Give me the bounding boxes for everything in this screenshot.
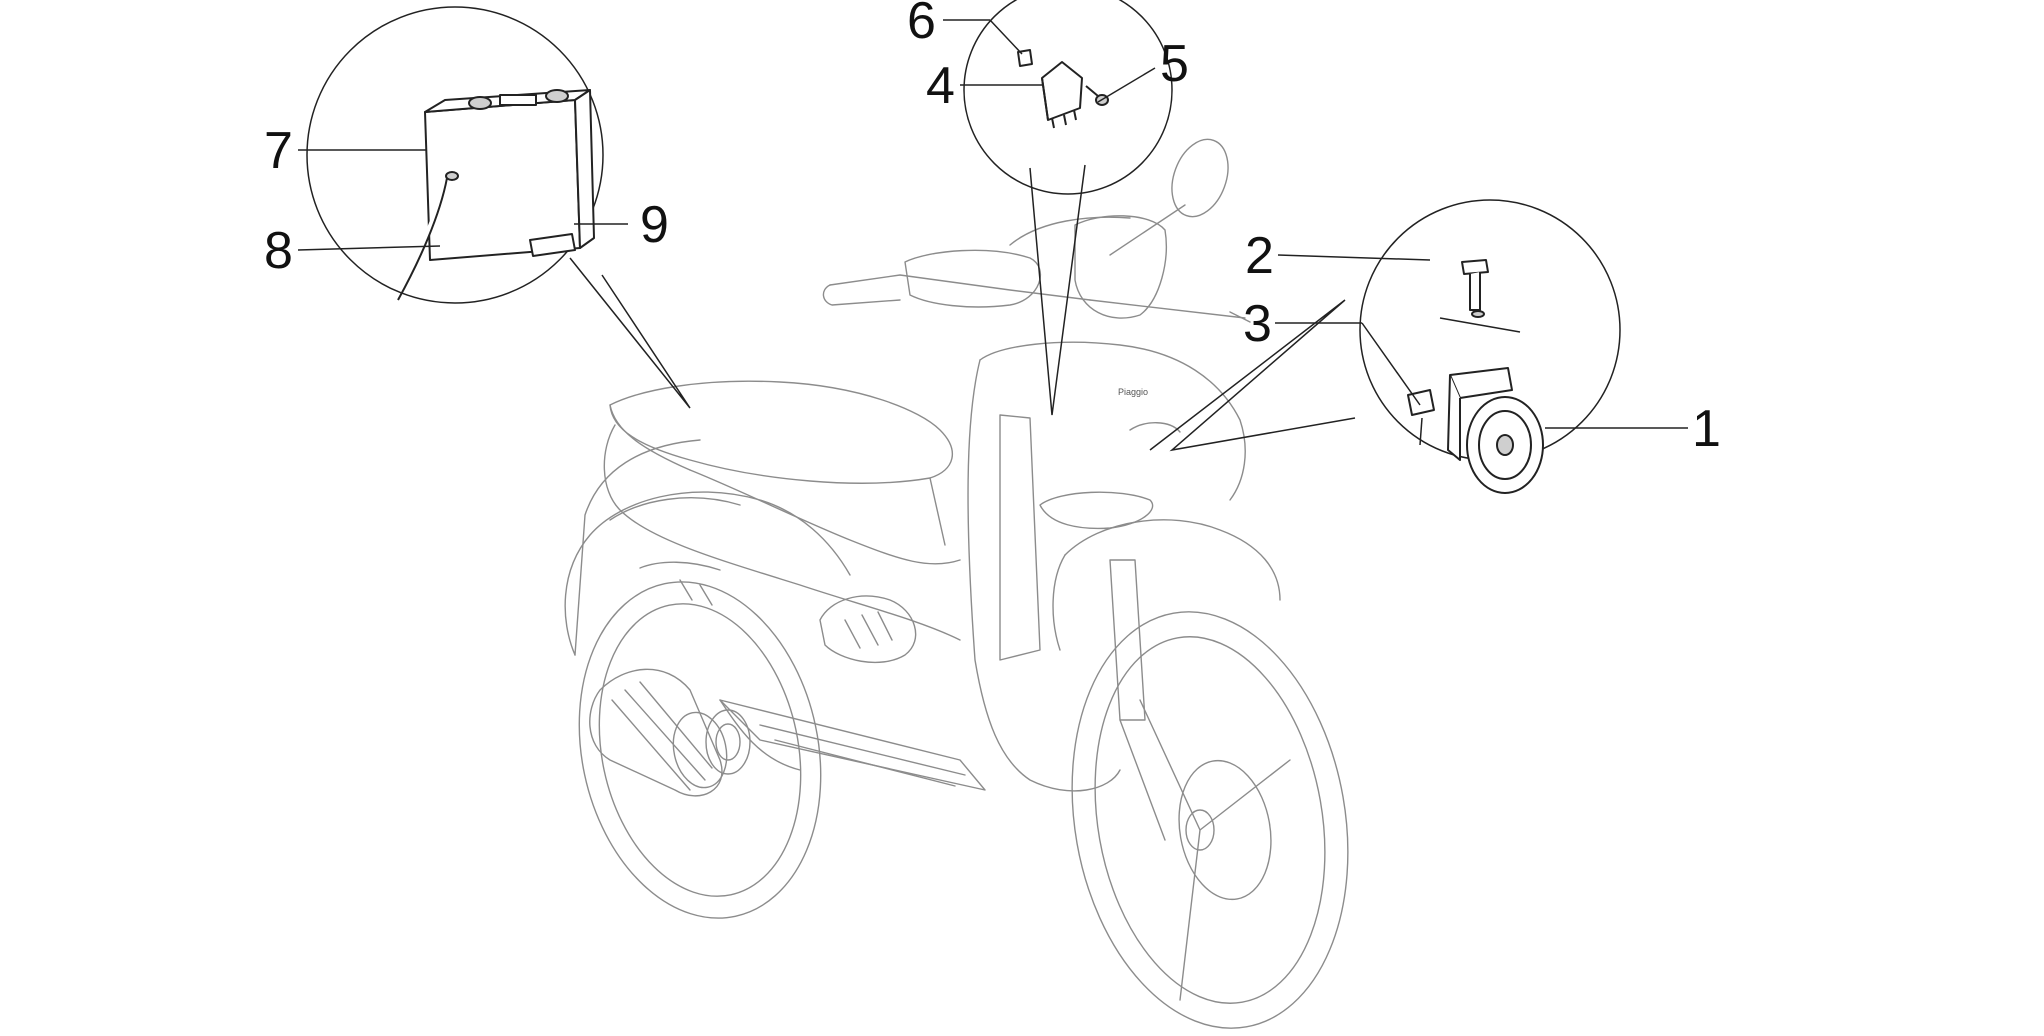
battery-detail-group bbox=[306, 6, 691, 409]
exhaust bbox=[589, 668, 751, 797]
callout-6: 6 bbox=[907, 0, 936, 50]
shield-badge: Piaggio bbox=[1118, 387, 1148, 397]
relay-screw bbox=[1085, 85, 1109, 106]
callout-7: 7 bbox=[264, 122, 293, 180]
horn-screw bbox=[1461, 259, 1489, 318]
callout-8: 8 bbox=[264, 222, 293, 280]
rear-body-panel bbox=[564, 439, 851, 656]
mount-plane-line bbox=[1439, 317, 1521, 333]
relay-detail-group bbox=[963, 0, 1173, 416]
mirror bbox=[1109, 138, 1229, 256]
handlebars bbox=[822, 215, 1251, 323]
horn bbox=[1447, 367, 1544, 494]
battery-pad bbox=[529, 233, 576, 257]
callout-1: 1 bbox=[1692, 400, 1721, 458]
relay-callout-pointer bbox=[1029, 164, 1086, 416]
relay-detail-circle bbox=[963, 0, 1173, 195]
horn-callout-pointer bbox=[1149, 299, 1356, 452]
leg-shield: Piaggio bbox=[967, 341, 1246, 792]
callout-9: 9 bbox=[640, 196, 669, 254]
front-fender bbox=[1052, 519, 1281, 651]
battery-detail-circle bbox=[306, 6, 604, 304]
horn-bracket-nut bbox=[1407, 389, 1435, 446]
relay bbox=[1041, 61, 1083, 129]
horn-detail-group bbox=[1149, 199, 1621, 494]
callout-2: 2 bbox=[1245, 227, 1274, 285]
callout-4: 4 bbox=[926, 57, 955, 115]
leader-3a bbox=[1361, 322, 1421, 406]
callout-numbers: 1 2 3 4 5 6 7 8 9 bbox=[264, 0, 1721, 458]
rear-wheel bbox=[578, 581, 822, 919]
side-cover bbox=[603, 424, 961, 663]
battery bbox=[424, 89, 595, 261]
front-wheel bbox=[1071, 611, 1349, 1029]
floorboard bbox=[719, 699, 986, 791]
seat bbox=[609, 380, 953, 546]
battery-vent-hose bbox=[397, 171, 459, 301]
front-fork bbox=[1109, 559, 1166, 841]
leader-8 bbox=[297, 245, 441, 251]
callout-5: 5 bbox=[1160, 35, 1189, 93]
callout-3: 3 bbox=[1243, 295, 1272, 353]
battery-callout-pointer bbox=[569, 257, 691, 409]
scooter-illustration: Piaggio bbox=[564, 138, 1349, 1029]
leader-2 bbox=[1277, 254, 1431, 261]
leader-6a bbox=[989, 19, 1023, 55]
leader-lines bbox=[297, 19, 1688, 429]
leader-5 bbox=[1097, 67, 1156, 103]
